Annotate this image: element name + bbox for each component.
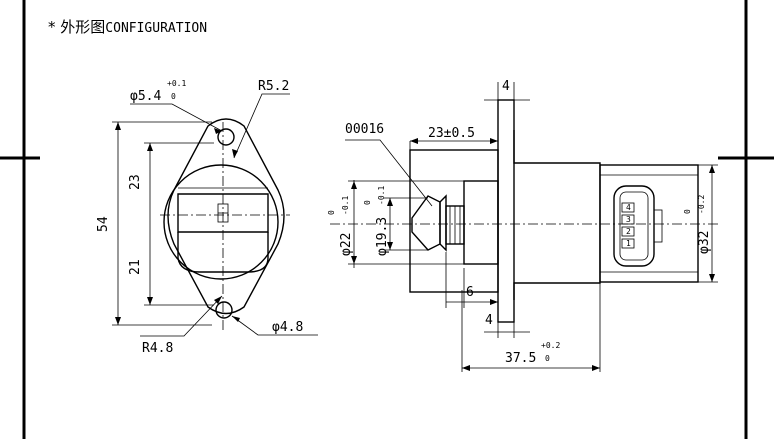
height-total-label: 54 [96,216,111,232]
pin-label: 4 [626,203,631,212]
part-marking-label: 00016 [345,122,384,137]
title-en: CONFIGURATION [105,21,208,36]
dia-19-tol-lower: -0.1 [377,186,386,205]
dia-32-tol-lower: -0.2 [697,195,706,214]
front-view [112,93,318,337]
side-view [330,82,720,372]
length-total-label: 37.5 [505,351,536,366]
dim-6-label: 6 [466,285,474,300]
dia-22-label: φ22 [339,233,354,256]
length-tol-lower: 0 [545,354,550,363]
pin-label: 2 [626,227,631,236]
dia-19-label: φ19.3 [375,217,390,256]
length-tol-upper: +0.2 [541,341,560,350]
hole-tol-upper-label: +0.1 [167,79,186,88]
dia-22-tol-upper: 0 [327,210,336,215]
pin-boxes [621,202,635,249]
hole-dia-bottom-label: φ4.8 [272,320,303,335]
height-lower-label: 21 [128,259,143,275]
hole-dia-top-label: φ5.4 [130,89,161,104]
dia-32-tol-upper: 0 [683,209,692,214]
flange-thk-top-label: 4 [502,79,510,94]
height-upper-label: 23 [128,174,143,190]
dia-22-tol-lower: -0.1 [341,196,350,215]
title-cn: 外形图 [60,18,106,36]
radius-bottom-label: R4.8 [142,341,173,356]
length-23-label: 23±0.5 [428,126,475,141]
dia-32-label: φ32 [697,231,712,254]
flange-thk-bottom-label: 4 [485,313,493,328]
radius-top-label: R5.2 [258,79,289,94]
dia-19-tol-upper: 0 [363,200,372,205]
pin-label: 1 [626,239,631,248]
title-bullet: * [48,18,56,36]
pin-label: 3 [626,215,631,224]
drawing-title: * 外形图CONFIGURATION [48,16,207,37]
hole-tol-lower-label: 0 [171,92,176,101]
